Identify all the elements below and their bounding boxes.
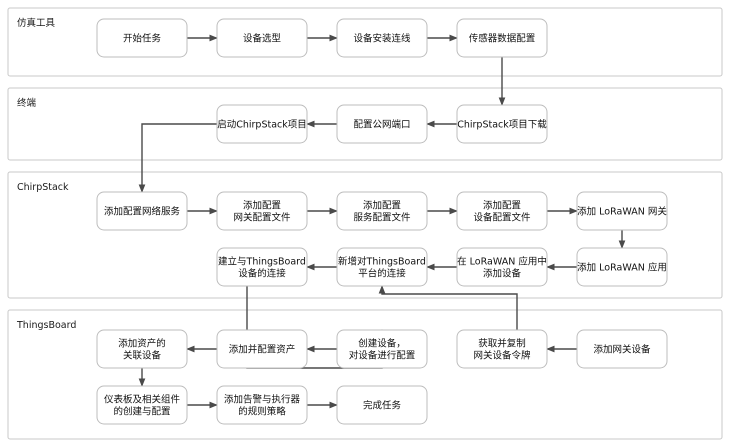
node-box[interactable] bbox=[456, 329, 548, 369]
node-box[interactable] bbox=[456, 191, 548, 231]
node-label-line: 创建设备， bbox=[358, 338, 406, 350]
node-box[interactable] bbox=[216, 104, 308, 144]
node-box[interactable] bbox=[336, 18, 428, 58]
node-label-line: 网关配置文件 bbox=[233, 212, 291, 224]
node-n-public-port[interactable]: 配置公网端口 bbox=[336, 104, 428, 144]
node-box[interactable] bbox=[216, 385, 308, 425]
node-label-line: 设备选型 bbox=[243, 33, 282, 45]
node-label-line: 关联设备 bbox=[123, 350, 162, 362]
node-label-line: 平台的连接 bbox=[358, 268, 406, 280]
node-label-line: 添加并配置资产 bbox=[229, 344, 296, 356]
node-box[interactable] bbox=[336, 329, 428, 369]
node-box[interactable] bbox=[456, 247, 548, 287]
node-box[interactable] bbox=[216, 247, 308, 287]
node-box[interactable] bbox=[456, 18, 548, 58]
node-label-line: 建立与ThingsBoard bbox=[218, 256, 306, 268]
node-n-download[interactable]: ChirpStack项目下载 bbox=[456, 104, 548, 144]
node-box[interactable] bbox=[336, 104, 428, 144]
node-label-line: 的创建与配置 bbox=[113, 406, 170, 418]
node-label-line: 仪表板及相关组件 bbox=[104, 394, 181, 406]
node-label-line: 传感器数据配置 bbox=[469, 33, 536, 45]
node-label-line: 设备配置文件 bbox=[473, 212, 531, 224]
lane-label: ChirpStack bbox=[17, 182, 69, 193]
node-label-line: 获取并复制 bbox=[478, 338, 526, 350]
node-n-device-install[interactable]: 设备安装连线 bbox=[336, 18, 428, 58]
node-label-line: 添加告警与执行器 bbox=[224, 394, 301, 406]
node-box[interactable] bbox=[576, 247, 668, 287]
node-box[interactable] bbox=[96, 18, 188, 58]
node-label-line: 添加资产的 bbox=[118, 338, 166, 350]
node-label-line: 完成任务 bbox=[363, 400, 402, 412]
node-box[interactable] bbox=[96, 385, 188, 425]
node-label-line: 开始任务 bbox=[123, 33, 162, 45]
node-label-line: 添加配置 bbox=[363, 201, 401, 212]
node-box[interactable] bbox=[336, 247, 428, 287]
node-label-line: 设备的连接 bbox=[238, 268, 286, 280]
lane-label: 终端 bbox=[17, 97, 37, 109]
node-n-start-chirpstack[interactable]: 启动ChirpStack项目 bbox=[216, 104, 308, 144]
node-label-line: 网关设备令牌 bbox=[473, 350, 531, 362]
node-box[interactable] bbox=[96, 191, 188, 231]
node-label-line: 新增对ThingsBoard bbox=[338, 256, 426, 268]
node-box[interactable] bbox=[96, 329, 188, 369]
node-n-add-gateway[interactable]: 添加 LoRaWAN 网关 bbox=[576, 191, 668, 231]
node-label-line: 添加 LoRaWAN 应用 bbox=[577, 262, 667, 274]
lane-label: 仿真工具 bbox=[17, 17, 56, 29]
node-box[interactable] bbox=[216, 191, 308, 231]
node-label-line: 设备安装连线 bbox=[353, 33, 411, 45]
node-n-device-select[interactable]: 设备选型 bbox=[216, 18, 308, 58]
lane-label: ThingsBoard bbox=[16, 320, 76, 331]
node-n-create-device[interactable]: 创建设备，对设备进行配置 bbox=[336, 329, 428, 369]
node-n-add-asset[interactable]: 添加并配置资产 bbox=[216, 329, 308, 369]
node-label-line: 添加网关设备 bbox=[593, 344, 651, 356]
node-box[interactable] bbox=[336, 191, 428, 231]
node-label-line: 对设备进行配置 bbox=[349, 350, 416, 362]
node-box[interactable] bbox=[216, 329, 308, 369]
node-n-net-service[interactable]: 添加配置网络服务 bbox=[96, 191, 188, 231]
node-n-add-app[interactable]: 添加 LoRaWAN 应用 bbox=[576, 247, 668, 287]
connector-c-startcs-to-netsvc bbox=[138, 123, 217, 193]
connector-c-token-to-platform bbox=[378, 285, 518, 330]
node-n-finish[interactable]: 完成任务 bbox=[336, 385, 428, 425]
node-label-line: 服务配置文件 bbox=[353, 212, 411, 224]
node-label-line: 配置公网端口 bbox=[353, 119, 410, 131]
node-box[interactable] bbox=[336, 385, 428, 425]
node-label-line: 的规则策略 bbox=[238, 406, 286, 418]
node-n-add-gw-device[interactable]: 添加网关设备 bbox=[576, 329, 668, 369]
node-box[interactable] bbox=[576, 329, 668, 369]
node-n-sensor-config[interactable]: 传感器数据配置 bbox=[456, 18, 548, 58]
node-box[interactable] bbox=[576, 191, 668, 231]
node-box[interactable] bbox=[216, 18, 308, 58]
connectors-layer bbox=[138, 34, 626, 409]
node-label-line: 添加配置网络服务 bbox=[104, 206, 181, 218]
node-label-line: 在 LoRaWAN 应用中 bbox=[457, 256, 547, 268]
node-label-line: 添加 LoRaWAN 网关 bbox=[577, 206, 667, 218]
node-label-line: 启动ChirpStack项目 bbox=[217, 119, 307, 131]
node-label-line: 添加设备 bbox=[483, 268, 522, 280]
node-box[interactable] bbox=[456, 104, 548, 144]
node-label-line: 添加配置 bbox=[483, 201, 521, 212]
node-n-start[interactable]: 开始任务 bbox=[96, 18, 188, 58]
node-label-line: 添加配置 bbox=[243, 201, 281, 212]
node-label-line: ChirpStack项目下载 bbox=[457, 119, 547, 131]
